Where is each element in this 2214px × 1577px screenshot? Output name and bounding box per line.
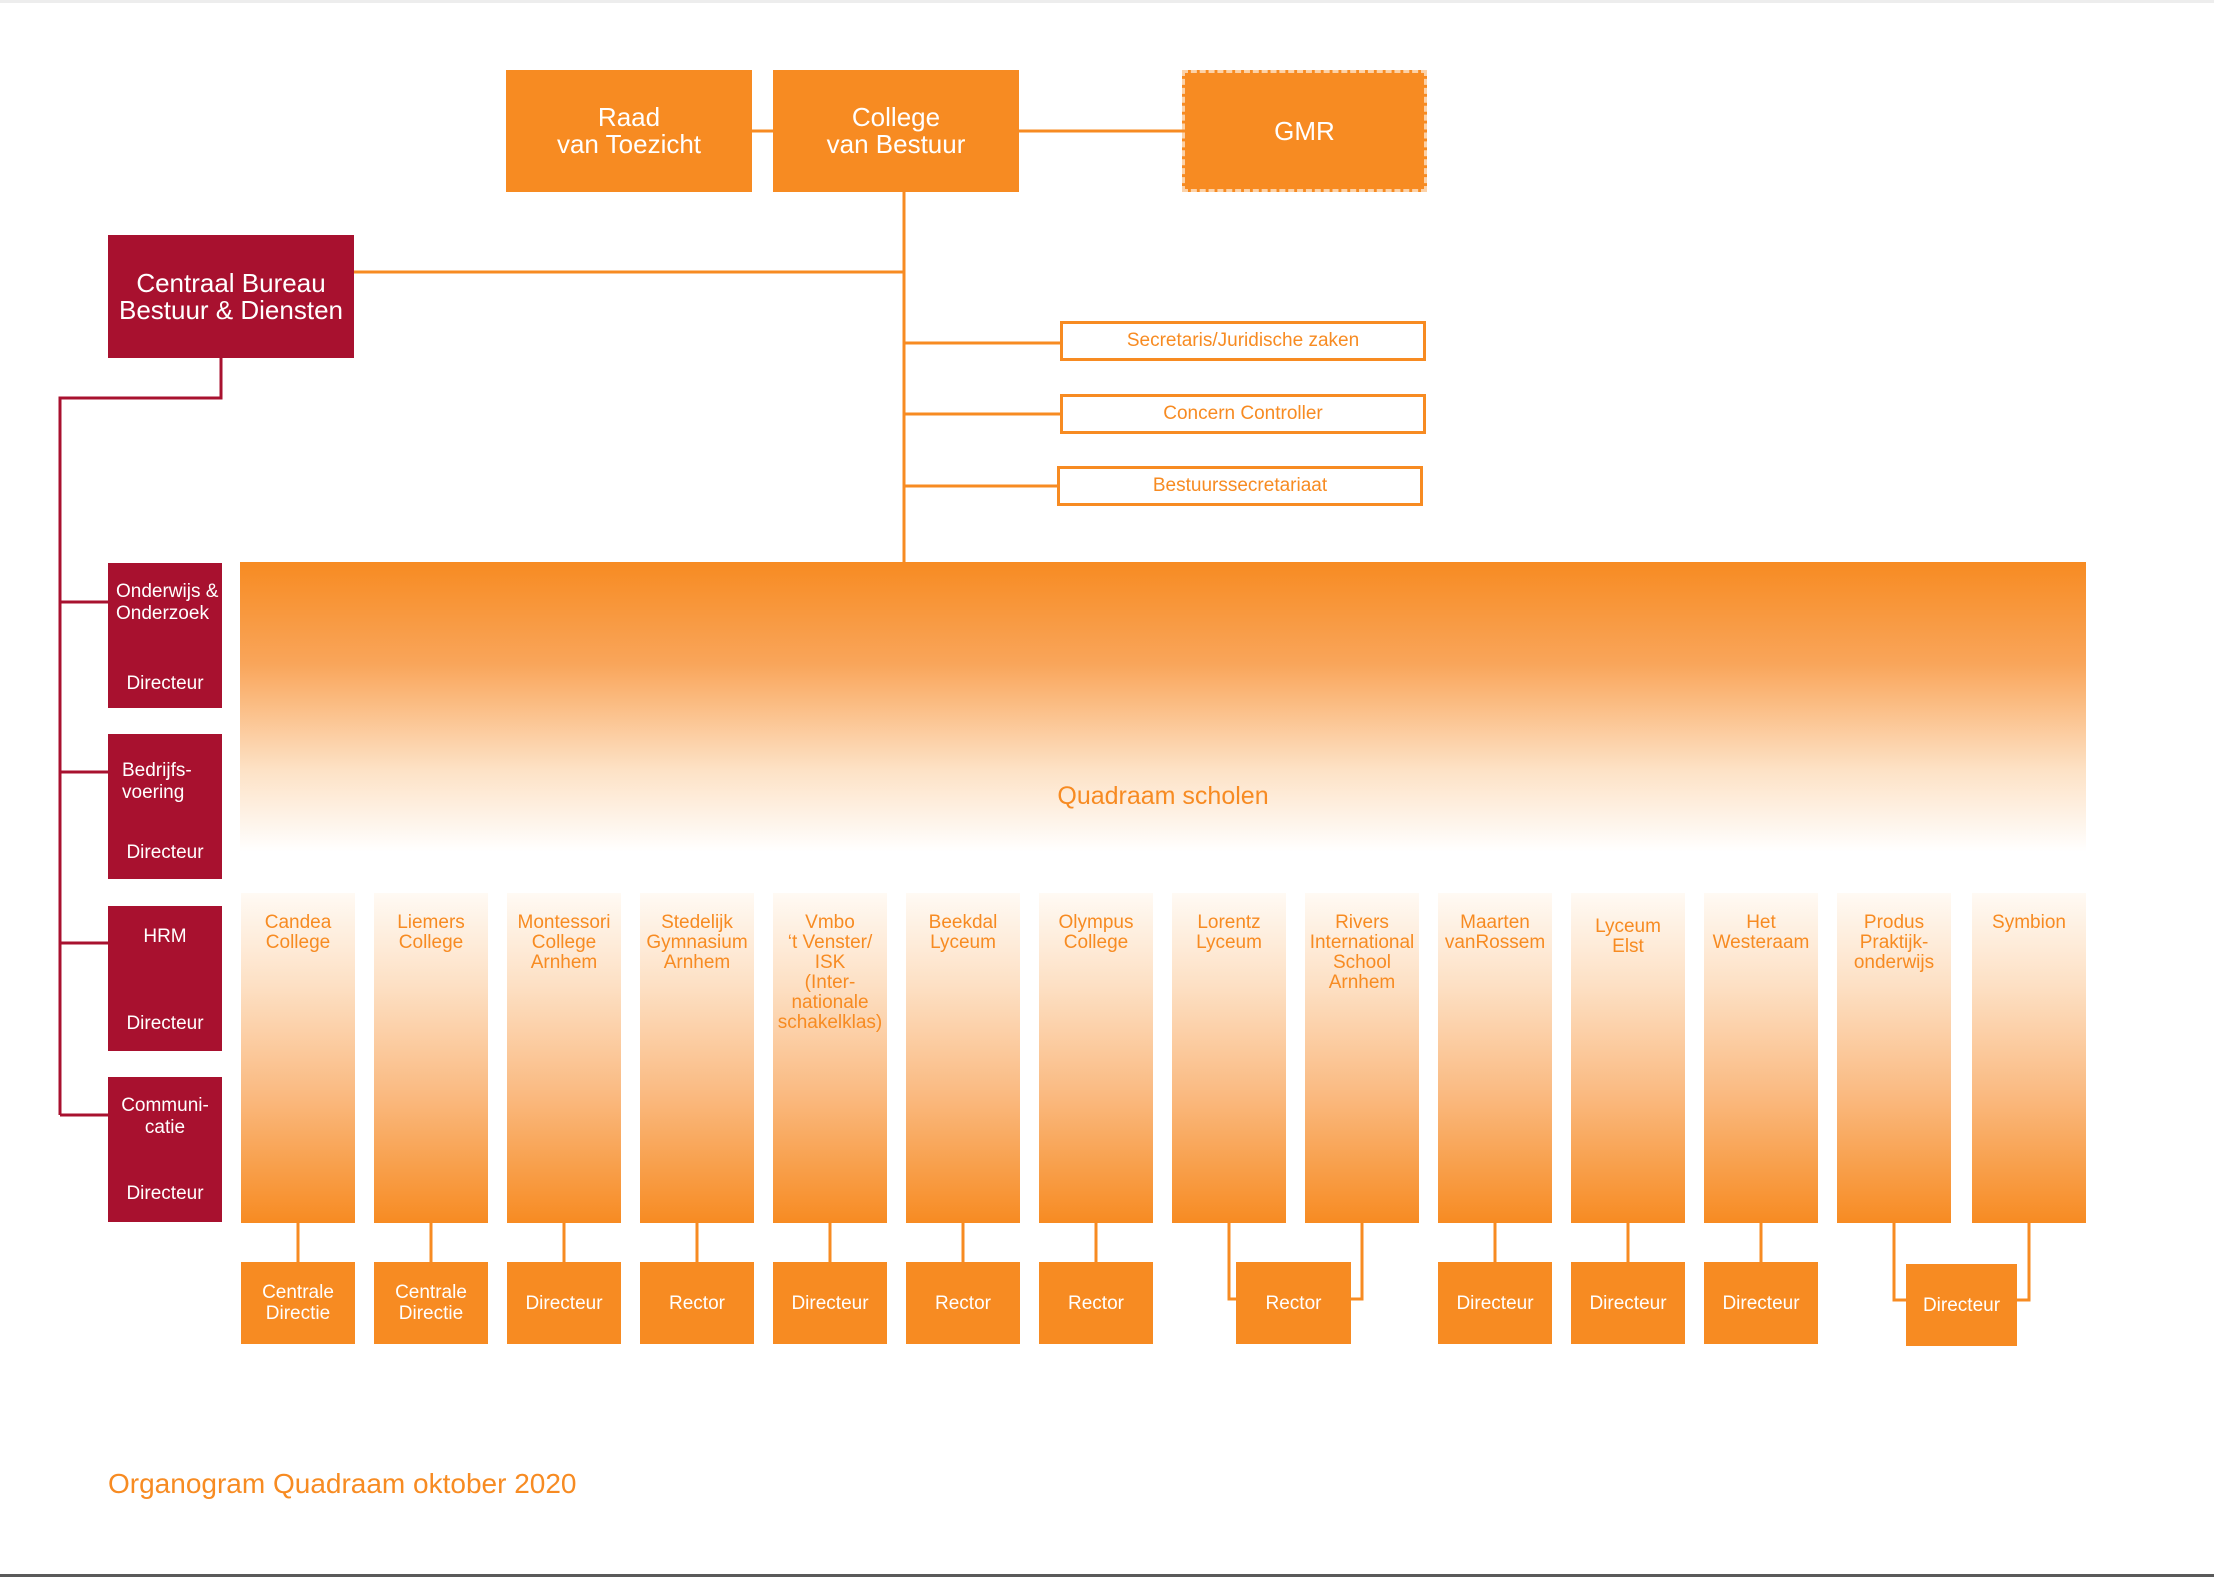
top-divider bbox=[0, 0, 2214, 3]
department-onderwijs-onderzoek: Onderwijs & Onderzoek Directeur bbox=[108, 563, 222, 708]
lead-olympus-rector: Rector bbox=[1039, 1262, 1153, 1344]
quadraam-scholen-band: Quadraam scholen bbox=[240, 562, 2086, 852]
lead-liemers-centrale-directie: Centrale Directie bbox=[374, 1262, 488, 1344]
school-name: Stedelijk Gymnasium Arnhem bbox=[646, 912, 748, 973]
school-produs-praktijkonderwijs: Produs Praktijk- onderwijs bbox=[1837, 893, 1951, 1223]
school-name: Olympus College bbox=[1058, 912, 1134, 953]
department-name: Bedrijfs- voering bbox=[122, 760, 192, 803]
connector-produs bbox=[1892, 1223, 1906, 1302]
school-name: Lorentz Lyceum bbox=[1196, 912, 1262, 953]
school-rivers-international-school: Rivers International School Arnhem bbox=[1305, 893, 1419, 1223]
quadraam-scholen-label: Quadraam scholen bbox=[1057, 782, 1269, 810]
lead-maarten-directeur: Directeur bbox=[1438, 1262, 1552, 1344]
school-stedelijk-gymnasium-arnhem: Stedelijk Gymnasium Arnhem bbox=[640, 893, 754, 1223]
connector-rivers bbox=[1351, 1223, 1364, 1301]
school-het-westeraam: Het Westeraam bbox=[1704, 893, 1818, 1223]
connector-symbion bbox=[2017, 1223, 2031, 1302]
department-communicatie: Communi- catie Directeur bbox=[108, 1077, 222, 1222]
school-name: Maarten vanRossem bbox=[1444, 912, 1546, 953]
school-name: Candea College bbox=[264, 912, 332, 953]
bestuurssecretariaat: Bestuurssecretariaat bbox=[1057, 466, 1423, 506]
school-name: Produs Praktijk- onderwijs bbox=[1853, 912, 1935, 973]
department-role: Directeur bbox=[126, 673, 204, 694]
lead-lyceum-elst-directeur: Directeur bbox=[1571, 1262, 1685, 1344]
school-name: Symbion bbox=[1992, 912, 2066, 933]
centraal-bureau: Centraal Bureau Bestuur & Diensten bbox=[108, 235, 354, 358]
lead-beekdal-rector: Rector bbox=[906, 1262, 1020, 1344]
school-name: Lyceum Elst bbox=[1595, 916, 1661, 957]
school-name: Het Westeraam bbox=[1712, 912, 1810, 953]
secretaris-juridische-zaken: Secretaris/Juridische zaken bbox=[1060, 321, 1426, 361]
gmr: GMR bbox=[1182, 70, 1427, 192]
school-liemers-college: Liemers College bbox=[374, 893, 488, 1223]
concern-controller: Concern Controller bbox=[1060, 394, 1426, 434]
department-hrm: HRM Directeur bbox=[108, 906, 222, 1051]
school-lyceum-elst: Lyceum Elst bbox=[1571, 893, 1685, 1223]
lead-vmbo-directeur: Directeur bbox=[773, 1262, 887, 1344]
lead-stedelijk-rector: Rector bbox=[640, 1262, 754, 1344]
school-montessori-college-arnhem: Montessori College Arnhem bbox=[507, 893, 621, 1223]
connector-lorentz bbox=[1227, 1223, 1236, 1301]
department-name: Communi- catie bbox=[121, 1095, 209, 1138]
school-name: Beekdal Lyceum bbox=[928, 912, 998, 953]
school-olympus-college: Olympus College bbox=[1039, 893, 1153, 1223]
department-role: Directeur bbox=[126, 842, 204, 863]
school-candea-college: Candea College bbox=[241, 893, 355, 1223]
college-van-bestuur: College van Bestuur bbox=[773, 70, 1019, 192]
raad-van-toezicht: Raad van Toezicht bbox=[506, 70, 752, 192]
school-name: Liemers College bbox=[397, 912, 465, 953]
lead-candea-centrale-directie: Centrale Directie bbox=[241, 1262, 355, 1344]
department-bedrijfsvoering: Bedrijfs- voering Directeur bbox=[108, 734, 222, 879]
school-lorentz-lyceum: Lorentz Lyceum bbox=[1172, 893, 1286, 1223]
lead-produs-symbion-directeur: Directeur bbox=[1906, 1264, 2017, 1346]
school-vmbo-t-venster: Vmbo ‘t Venster/ ISK (Inter- nationale s… bbox=[773, 893, 887, 1223]
department-role: Directeur bbox=[126, 1183, 204, 1204]
school-symbion: Symbion bbox=[1972, 893, 2086, 1223]
lead-lorentz-rivers-rector: Rector bbox=[1236, 1262, 1351, 1344]
department-name: HRM bbox=[143, 926, 187, 947]
department-role: Directeur bbox=[126, 1013, 204, 1034]
lead-montessori-directeur: Directeur bbox=[507, 1262, 621, 1344]
department-name: Onderwijs & Onderzoek bbox=[116, 581, 219, 624]
school-beekdal-lyceum: Beekdal Lyceum bbox=[906, 893, 1020, 1223]
school-maarten-van-rossem: Maarten vanRossem bbox=[1438, 893, 1552, 1223]
school-name: Rivers International School Arnhem bbox=[1309, 912, 1415, 993]
bottom-divider bbox=[0, 1574, 2214, 1577]
school-name: Montessori College Arnhem bbox=[517, 912, 611, 973]
lead-westeraam-directeur: Directeur bbox=[1704, 1262, 1818, 1344]
footer-caption: Organogram Quadraam oktober 2020 bbox=[108, 1468, 577, 1499]
school-name: Vmbo ‘t Venster/ ISK (Inter- nationale s… bbox=[777, 912, 883, 1033]
